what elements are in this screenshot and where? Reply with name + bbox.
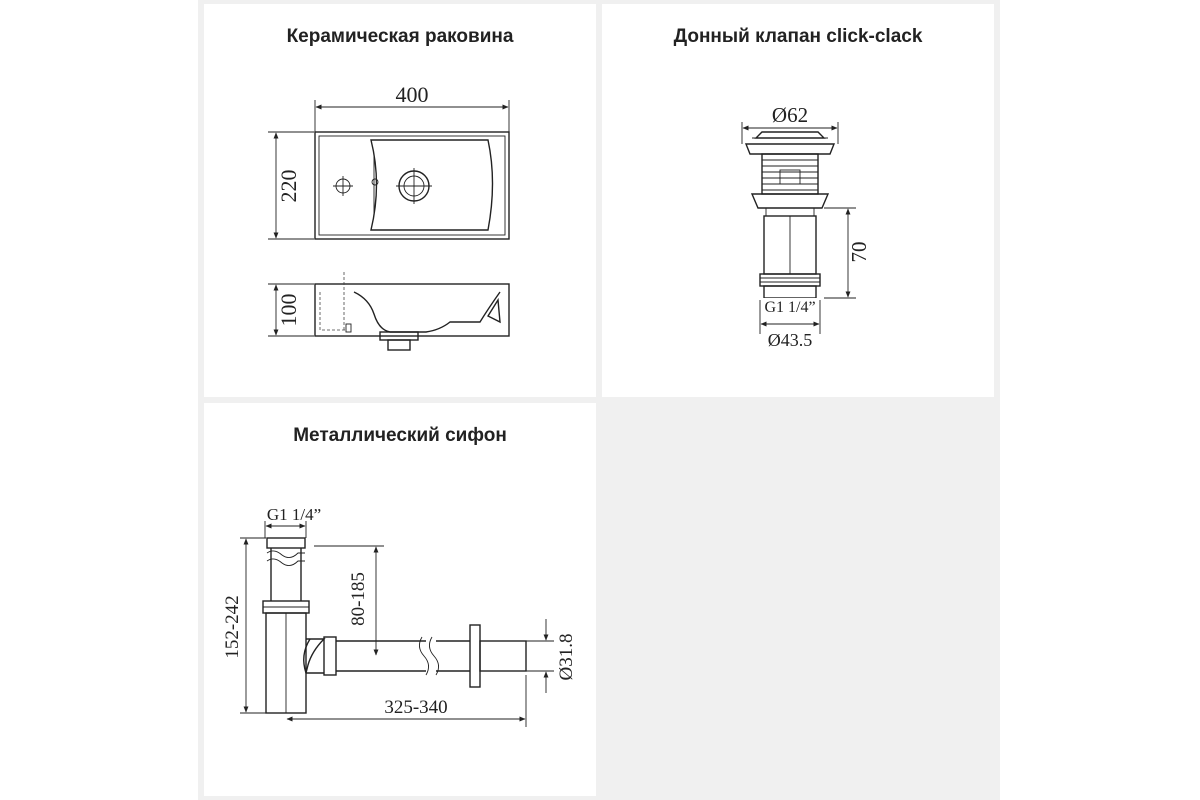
- siphon-wall-flange: [469, 624, 481, 688]
- sink-top-rim: [318, 135, 506, 236]
- overflow-hole: [371, 178, 379, 186]
- siphon-break-mark-horizontal: [419, 636, 439, 676]
- valve-window: [779, 169, 801, 185]
- valve-washer: [765, 207, 815, 217]
- valve-bottom-ring: [763, 285, 817, 299]
- siphon-thread-label: G1 1/4”: [267, 505, 321, 524]
- siphon-pipe-diameter-label: Ø31.8: [556, 634, 577, 681]
- valve-thread-label-bg: [756, 298, 824, 316]
- siphon-drawing: G1 1/4” 80-185: [222, 505, 577, 727]
- siphon-break-mark-vertical: [266, 550, 305, 566]
- siphon-top-ring: [266, 537, 306, 549]
- valve-top-diameter-label: Ø62: [772, 103, 808, 127]
- valve-drawing: Ø62: [741, 103, 871, 350]
- sink-title: Керамическая раковина: [286, 26, 514, 47]
- sink-top-outline: [314, 131, 510, 240]
- siphon-outlet-height-label: 80-185: [348, 572, 369, 626]
- sink-basin: [370, 139, 494, 231]
- valve-thread-label: G1 1/4”: [764, 299, 815, 316]
- siphon-elbow-curve: [303, 638, 324, 674]
- sink-overflow-side: [345, 323, 352, 333]
- drawing-grid: Керамическая раковина 400 220: [198, 0, 1000, 800]
- sink-depth-label: 100: [276, 294, 301, 327]
- sink-panel: Керамическая раковина 400 220: [204, 4, 596, 397]
- sink-width-label: 400: [396, 82, 429, 107]
- siphon-length-label: 325-340: [384, 697, 447, 718]
- sink-height-label: 220: [276, 170, 301, 203]
- siphon-elbow-nut: [323, 636, 337, 676]
- siphon-title: Металлический сифон: [293, 425, 507, 446]
- valve-nut: [750, 193, 830, 209]
- siphon-wall-pipe: [479, 640, 527, 672]
- siphon-elbow: [305, 638, 326, 674]
- siphon-panel: Металлический сифон G1 1/4”: [204, 403, 596, 796]
- sink-side-basin: [353, 291, 501, 333]
- valve-thread-lines: [762, 159, 818, 191]
- sink-side-hidden-left: [319, 292, 346, 331]
- siphon-outlet-pipe: [336, 640, 426, 672]
- valve-height-label: 70: [847, 242, 871, 263]
- valve-cap-top: [754, 131, 826, 139]
- sink-side-outline: [314, 283, 510, 337]
- empty-panel: [602, 403, 994, 796]
- sink-drawing: 400 220 100: [268, 82, 510, 351]
- valve-panel: Донный клапан click-clack Ø62: [602, 4, 994, 397]
- siphon-total-height-label: 152-242: [222, 595, 243, 658]
- valve-title: Донный клапан click-clack: [673, 26, 923, 47]
- valve-cap-flange: [744, 143, 836, 155]
- valve-bottom-diameter-label: Ø43.5: [768, 330, 813, 350]
- siphon-upper-tube: [270, 548, 302, 601]
- valve-thread-end: [759, 273, 821, 287]
- valve-end-thread-lines: [760, 277, 820, 283]
- sink-drain-body: [387, 339, 411, 351]
- siphon-outlet-pipe-end: [436, 640, 470, 672]
- sink-side-corner: [486, 297, 501, 324]
